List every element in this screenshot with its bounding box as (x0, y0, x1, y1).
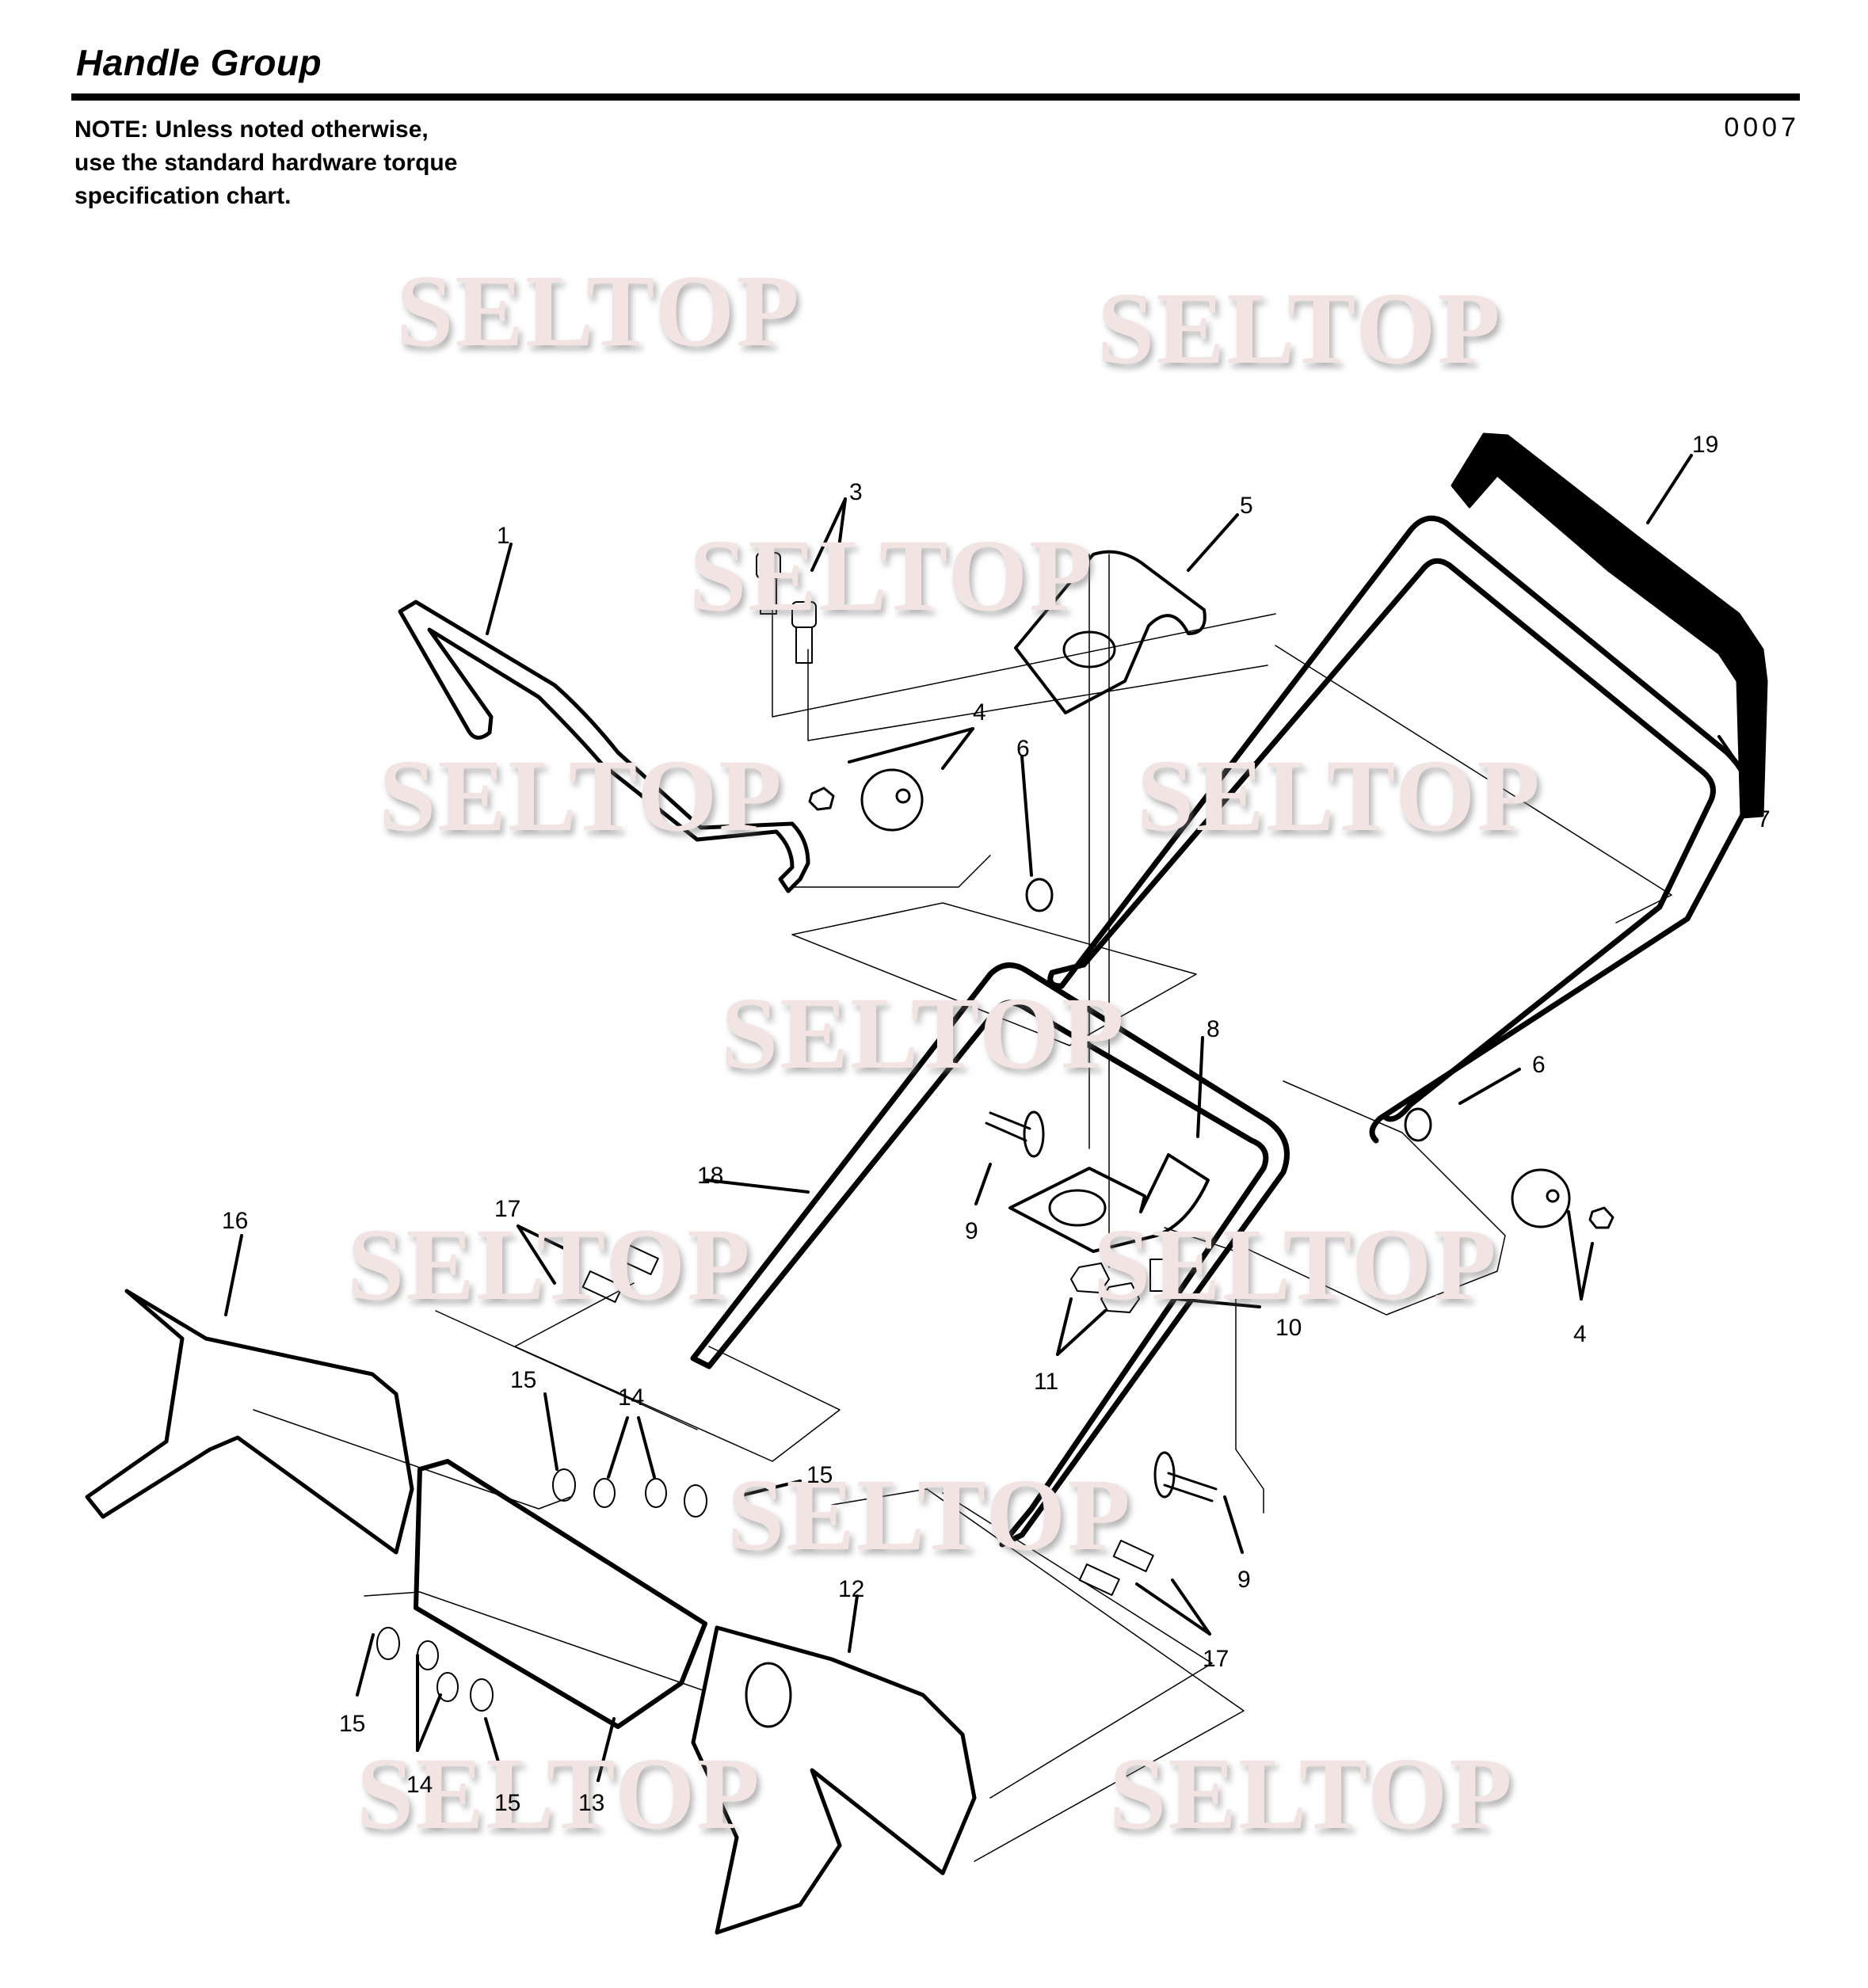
lower-handle-part-18 (690, 962, 1290, 1548)
bracket-part-16 (85, 1289, 414, 1555)
callout-6: 6 (1532, 1052, 1546, 1078)
bolt-part-10 (1149, 1259, 1165, 1292)
callout-14: 14 (406, 1772, 433, 1798)
callout-6: 6 (1016, 736, 1030, 762)
nut-part-11 (1070, 1262, 1110, 1293)
callout-3: 3 (849, 479, 863, 505)
callout-18: 18 (697, 1163, 724, 1189)
callout-13: 13 (578, 1790, 605, 1816)
callout-15: 15 (510, 1367, 537, 1393)
knob-part-4 (808, 768, 1614, 1229)
callout-12: 12 (838, 1576, 865, 1602)
note-line-3: specification chart. (74, 183, 292, 209)
title-rule (71, 93, 1800, 101)
callout-19: 19 (1692, 432, 1719, 458)
callout-17: 17 (494, 1196, 521, 1222)
page-title: Handle Group (76, 42, 322, 83)
bracket-part-12 (691, 1625, 977, 1935)
callout-17: 17 (1203, 1646, 1229, 1672)
grip-part-19 (1451, 432, 1768, 819)
callout-9: 9 (965, 1218, 978, 1244)
washer-part-6 (1025, 878, 1054, 912)
washer-nut-part-14-15 (376, 1468, 707, 1712)
page-code: 0007 (1724, 112, 1800, 143)
callout-9: 9 (1237, 1567, 1251, 1593)
bolt-part-3 (756, 552, 817, 664)
note-line-1: NOTE: Unless noted otherwise, (74, 116, 429, 143)
torque-note: NOTE: Unless noted otherwise, use the st… (74, 113, 457, 213)
bolt-part-17 (581, 1243, 1154, 1596)
callout-8: 8 (1207, 1016, 1220, 1042)
callout-10: 10 (1275, 1315, 1302, 1341)
callout-4: 4 (1573, 1321, 1587, 1347)
callout-14: 14 (618, 1384, 645, 1411)
callout-5: 5 (1240, 493, 1253, 519)
callout-11: 11 (1034, 1369, 1059, 1395)
bracket-part-8 (1008, 1153, 1210, 1253)
callout-4: 4 (973, 699, 986, 726)
lever-part-1 (398, 600, 810, 893)
carriage-bolt-part-9 (985, 1110, 1218, 1502)
callout-15: 15 (494, 1790, 521, 1816)
clamp-part-5 (1014, 550, 1207, 714)
callout-1: 1 (497, 523, 510, 549)
callout-15: 15 (339, 1711, 366, 1737)
note-line-2: use the standard hardware torque (74, 150, 458, 176)
callout-7: 7 (1757, 806, 1771, 832)
upper-handle-part-7 (1058, 515, 1754, 1144)
callout-15: 15 (806, 1462, 833, 1488)
callout-16: 16 (222, 1208, 249, 1234)
